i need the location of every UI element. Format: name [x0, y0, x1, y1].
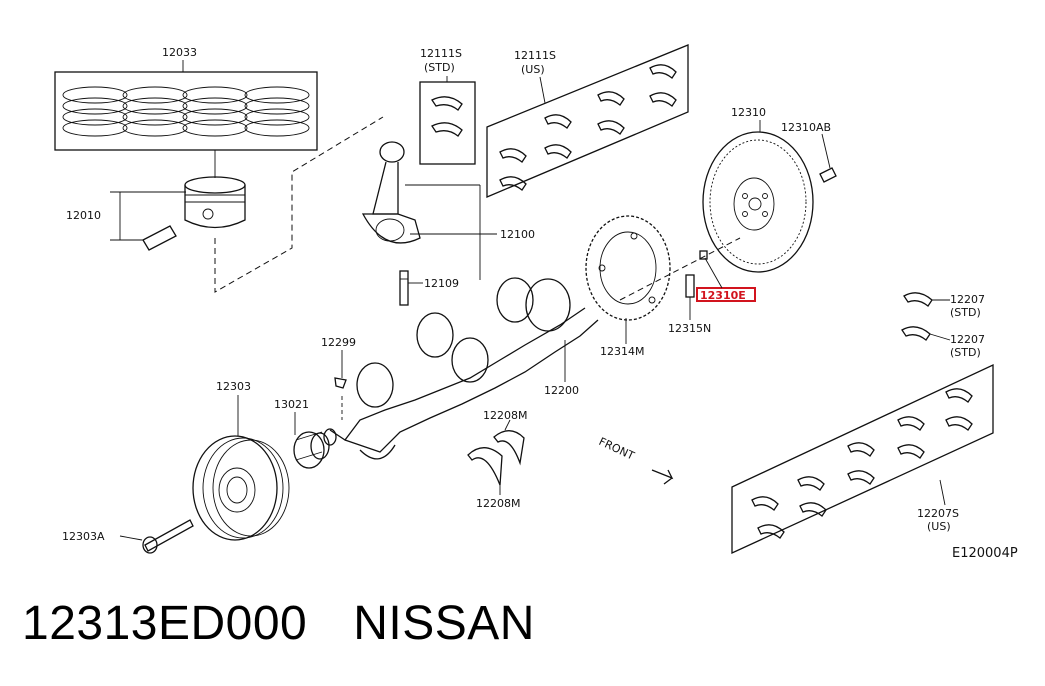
callout-sprocket: 13021 — [274, 398, 309, 411]
crank-axis-line — [619, 237, 741, 301]
brand-name: NISSAN — [353, 597, 535, 650]
main-bearing-std-1[interactable] — [903, 292, 950, 307]
signal-plate[interactable] — [585, 215, 671, 344]
flywheel-pin[interactable] — [685, 274, 695, 320]
parts-diagram: 12033 12010 12111S (STD) 12111S (US) — [54, 44, 1018, 561]
thrust-washer-upper[interactable] — [493, 419, 525, 466]
callout-pulley: 12303 — [216, 380, 251, 393]
callout-key: 12299 — [321, 336, 356, 349]
callout-thrust-upper: 12208M — [483, 409, 527, 422]
assembly-guide-line — [214, 116, 384, 293]
callout-bearing-std-sub: (STD) — [424, 61, 455, 74]
crankshaft[interactable] — [323, 277, 599, 460]
highlighted-part[interactable] — [696, 250, 756, 302]
crank-pulley[interactable] — [192, 395, 290, 541]
callout-flywheel: 12310 — [731, 106, 766, 119]
callout-main-bearing-us: 12207S — [917, 507, 959, 520]
rod-bolt[interactable] — [399, 270, 423, 306]
callout-main-bearing-us-sub: (US) — [927, 520, 951, 533]
callout-main-bearing-1-sub: (STD) — [950, 306, 981, 319]
callout-bearing-us-sub: (US) — [521, 63, 545, 76]
diagram-ref-code: E120004P — [952, 546, 1018, 561]
callout-connecting-rod: 12100 — [500, 228, 535, 241]
front-direction-indicator: FRONT — [597, 435, 674, 485]
main-bearing-std-2[interactable] — [901, 326, 951, 341]
piston[interactable] — [110, 176, 246, 251]
piston-rings[interactable] — [54, 60, 318, 178]
callout-bearing-std: 12111S — [420, 47, 462, 60]
front-label: FRONT — [597, 435, 637, 463]
callout-thrust-lower: 12208M — [476, 497, 520, 510]
callout-highlighted-part: 12310E — [700, 289, 746, 302]
callout-flywheel-pin: 12315N — [668, 322, 711, 335]
callout-main-bearing-2: 12207 — [950, 333, 985, 346]
upper-bearing-us[interactable] — [486, 44, 689, 198]
upper-bearing-std[interactable] — [419, 76, 476, 165]
flywheel[interactable] — [702, 120, 814, 273]
connecting-rod[interactable] — [361, 141, 497, 280]
callout-rod-bolt: 12109 — [424, 277, 459, 290]
callout-pulley-bolt: 12303A — [62, 530, 105, 543]
callout-main-bearing-1: 12207 — [950, 293, 985, 306]
product-caption: 12313ED000 NISSAN — [22, 596, 535, 651]
sprocket[interactable] — [293, 412, 330, 469]
callout-piston-rings: 12033 — [162, 46, 197, 59]
thrust-washer-lower[interactable] — [467, 447, 503, 495]
callout-main-bearing-2-sub: (STD) — [950, 346, 981, 359]
flywheel-bolt[interactable] — [819, 133, 837, 183]
callout-piston: 12010 — [66, 209, 101, 222]
callout-bearing-us: 12111S — [514, 49, 556, 62]
callout-signal-plate: 12314M — [600, 345, 644, 358]
callout-flywheel-bolt: 12310AB — [781, 121, 831, 134]
pulley-bolt[interactable] — [119, 519, 194, 554]
main-bearing-us[interactable] — [731, 363, 994, 555]
key[interactable] — [334, 350, 347, 420]
part-number: 12313ED000 — [22, 597, 308, 650]
callout-crankshaft: 12200 — [544, 384, 579, 397]
